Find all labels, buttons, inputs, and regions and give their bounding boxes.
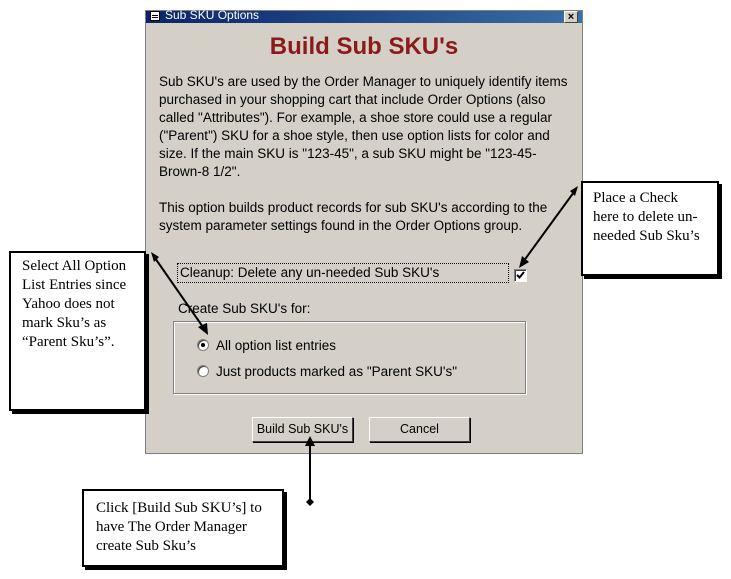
cleanup-checkbox-label[interactable]: Cleanup: Delete any un-needed Sub SKU's (180, 265, 440, 280)
checkmark-icon (516, 271, 525, 279)
arrow-tail-right (570, 186, 578, 196)
arrow-head-right (519, 256, 529, 268)
radio-parent-skus-only[interactable] (197, 365, 209, 377)
cleanup-focus-rect (177, 263, 509, 283)
sub-sku-options-dialog: Sub SKU Options × Build Sub SKU's Sub SK… (145, 8, 583, 454)
radio-all-option-list-entries[interactable] (197, 339, 209, 351)
arrow-head-bottom (305, 436, 315, 446)
app-icon (150, 11, 160, 21)
cleanup-checkbox[interactable] (514, 269, 527, 282)
callout-click-build: Click [Build Sub SKU’s] to have The Orde… (82, 489, 284, 567)
arrow-line-left (154, 257, 206, 331)
cancel-button[interactable]: Cancel (369, 417, 470, 442)
title-bar[interactable]: Sub SKU Options × (146, 8, 582, 23)
dialog-heading: Build Sub SKU's (269, 33, 459, 60)
callout-place-check: Place a Check here to delete un-needed S… (581, 181, 719, 276)
create-sub-sku-group-label: Create Sub SKU's for: (178, 301, 311, 316)
radio-all-option-list-entries-label[interactable]: All option list entries (216, 338, 337, 353)
close-icon[interactable]: × (564, 11, 578, 23)
build-sub-skus-button[interactable]: Build Sub SKU's (252, 417, 353, 442)
description-paragraph-1: Sub SKU's are used by the Order Manager … (159, 74, 568, 179)
description-paragraph-2: This option builds product records for s… (159, 200, 548, 233)
window-title: Sub SKU Options (165, 8, 260, 22)
arrow-line-right (522, 191, 575, 263)
arrow-tail-bottom (306, 498, 314, 506)
radio-parent-skus-only-label[interactable]: Just products marked as "Parent SKU's" (216, 364, 458, 379)
create-sub-sku-group (173, 321, 526, 394)
arrow-head-left (198, 323, 208, 335)
callout-select-all-option-list: Select All Option List Entries since Yah… (9, 251, 146, 411)
arrow-tail-left (151, 252, 159, 262)
